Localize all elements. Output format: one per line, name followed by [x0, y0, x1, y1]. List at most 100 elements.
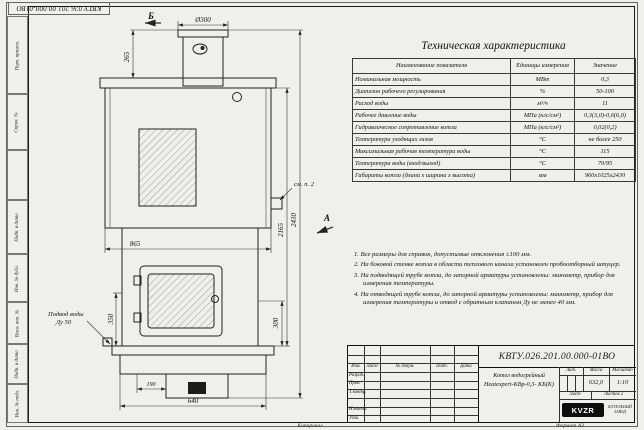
side-cell-perv-primen: Перв. примен. — [7, 16, 28, 94]
spec-cell-units: МВт — [510, 73, 575, 86]
lifting-hook — [192, 43, 208, 55]
ash-drawer-handle — [188, 382, 206, 394]
water-inlet-stub — [102, 337, 113, 347]
spec-header-name: Наименование показателя — [352, 58, 511, 74]
side-label: Подп. и дата — [15, 212, 20, 242]
spec-cell-name: Температура воды (вход/выход) — [352, 157, 511, 170]
foundation-block — [119, 354, 267, 375]
side-cell-inv-podl: Инв. № подл. — [7, 384, 28, 423]
dim-190-label: 190 — [147, 382, 156, 388]
spec-cell-value: 50-100 — [574, 85, 636, 98]
stamp-line — [348, 363, 478, 365]
spec-cell-name: Гидравлическое сопротивление котла — [352, 121, 511, 134]
dim-350-label: 350 — [107, 313, 115, 325]
spec-cell-value: 11 — [574, 97, 636, 110]
spec-cell-value: 960х1025х2430 — [574, 169, 636, 182]
sensor-boss — [232, 92, 242, 102]
spec-cell-name: Расход воды — [352, 97, 511, 110]
spec-cell-name: Диапазон рабочего регулирования — [352, 85, 511, 98]
kvzr-logo: KVZR — [562, 403, 604, 417]
side-cell-empty — [7, 150, 28, 200]
water-inlet-label-2: Ду 50 — [55, 319, 72, 326]
stamp-line — [348, 372, 478, 373]
spec-table-title: Техническая характеристика — [421, 40, 566, 52]
upper-hatched-panel — [138, 128, 197, 207]
company-name: КОТЕЛЬНЫЙ ЗАВОД — [605, 405, 635, 415]
dim-2430-label: 2430 — [290, 213, 298, 228]
view-a-label: А — [323, 213, 330, 223]
sheet-label: Лист — [569, 392, 581, 397]
side-label: Инв. № подл. — [15, 389, 20, 418]
stamp-line — [575, 375, 576, 391]
note-item: 4. На отводящей трубе котла, до запорной… — [354, 290, 613, 307]
stamp-line — [348, 389, 478, 391]
spec-cell-value: 0,3 — [574, 73, 636, 86]
company-name-line1: КОТЕЛЬНЫЙ — [608, 405, 632, 409]
door-handle — [211, 295, 219, 303]
stamp-line — [609, 367, 610, 391]
stamp-col-data: Дата — [460, 363, 472, 369]
diameter-label: Ø300 — [194, 16, 211, 24]
spec-cell-value: 0,3(3,0)-0,6(6,0) — [574, 109, 636, 122]
side-cell-sprav: Справ. № — [7, 94, 28, 150]
side-label: Справ. № — [15, 111, 21, 133]
stamp-line — [348, 398, 478, 399]
note-ref-label: см. п. 2 — [294, 181, 315, 188]
spec-cell-value: 0,02(0,2) — [574, 121, 636, 134]
stamp-line — [583, 367, 584, 391]
spec-cell-units: °С — [510, 133, 575, 146]
product-name-line2: Heatexpert-КВр-0,3- КБ(К) — [484, 381, 554, 388]
stamp-line — [591, 391, 592, 399]
stamp-line — [348, 415, 478, 417]
spec-cell-name: Габариты котла (длина х ширина х высота) — [352, 169, 511, 182]
stamp-col-docnum: № докум. — [395, 363, 415, 369]
mass-value: 632,0 — [589, 379, 603, 386]
stamp-role-nkontr: Н.контр. — [349, 407, 368, 413]
stamp-doc-code: КВТУ.026.201.00.000-01ВО — [498, 351, 616, 362]
note-item: 2. На боковой стенке котла в области теп… — [354, 261, 621, 269]
section-b-label: Б — [147, 11, 154, 21]
base-flange — [111, 345, 275, 356]
dim-2165-label: 2165 — [277, 223, 285, 238]
chimney-flange — [177, 29, 229, 38]
note-item: 3. На подводящей трубе котла, до запорно… — [354, 271, 615, 288]
stamp-line — [559, 391, 636, 392]
mass-label: Масса — [589, 368, 603, 373]
stamp-col-list: Лист — [366, 363, 378, 369]
spec-row: Диапазон рабочего регулирования%50-100 — [352, 85, 636, 98]
stamp-col-izm: Изм. — [351, 363, 361, 369]
stamp-role-razrab: Разраб. — [349, 372, 365, 378]
spec-cell-value: не более 250 — [574, 133, 636, 146]
stamp-line — [478, 346, 480, 422]
stamp-role-prov: Пров. — [349, 381, 361, 387]
spec-cell-units: % — [510, 85, 575, 98]
chimney-body — [182, 36, 224, 87]
spec-cell-name: Максимальная рабочая температура воды — [352, 145, 511, 158]
water-inlet-label-1: Подвод воды — [47, 311, 84, 318]
stamp-line — [559, 367, 560, 422]
spec-cell-value: 115 — [574, 145, 636, 158]
dim-265-label: 265 — [123, 51, 131, 62]
furnace-door-hatched — [147, 273, 215, 329]
side-label: Взам. инв. № — [15, 309, 20, 337]
side-label: Инв. № дубл. — [15, 264, 21, 292]
furnace-door — [139, 265, 223, 337]
water-inlet-leader — [86, 320, 111, 345]
spec-cell-units: м³/ч — [510, 97, 575, 110]
view-a-arrow — [316, 226, 334, 234]
spec-header-row: Наименование показателя Единицы измерени… — [352, 58, 636, 74]
spec-cell-value: 70/95 — [574, 157, 636, 170]
spec-header-value: Значение — [574, 58, 636, 74]
dimensions-group — [86, 19, 334, 410]
spec-cell-name: Номинальная мощность — [352, 73, 511, 86]
spec-cell-units: МПа (кгс/см²) — [510, 121, 575, 134]
spec-header-units: Единицы измерения — [510, 58, 575, 74]
stamp-line — [348, 354, 478, 356]
scale-value: 1:10 — [616, 379, 629, 386]
spec-cell-units: °С — [510, 157, 575, 170]
scale-label: Масштаб — [612, 368, 633, 373]
